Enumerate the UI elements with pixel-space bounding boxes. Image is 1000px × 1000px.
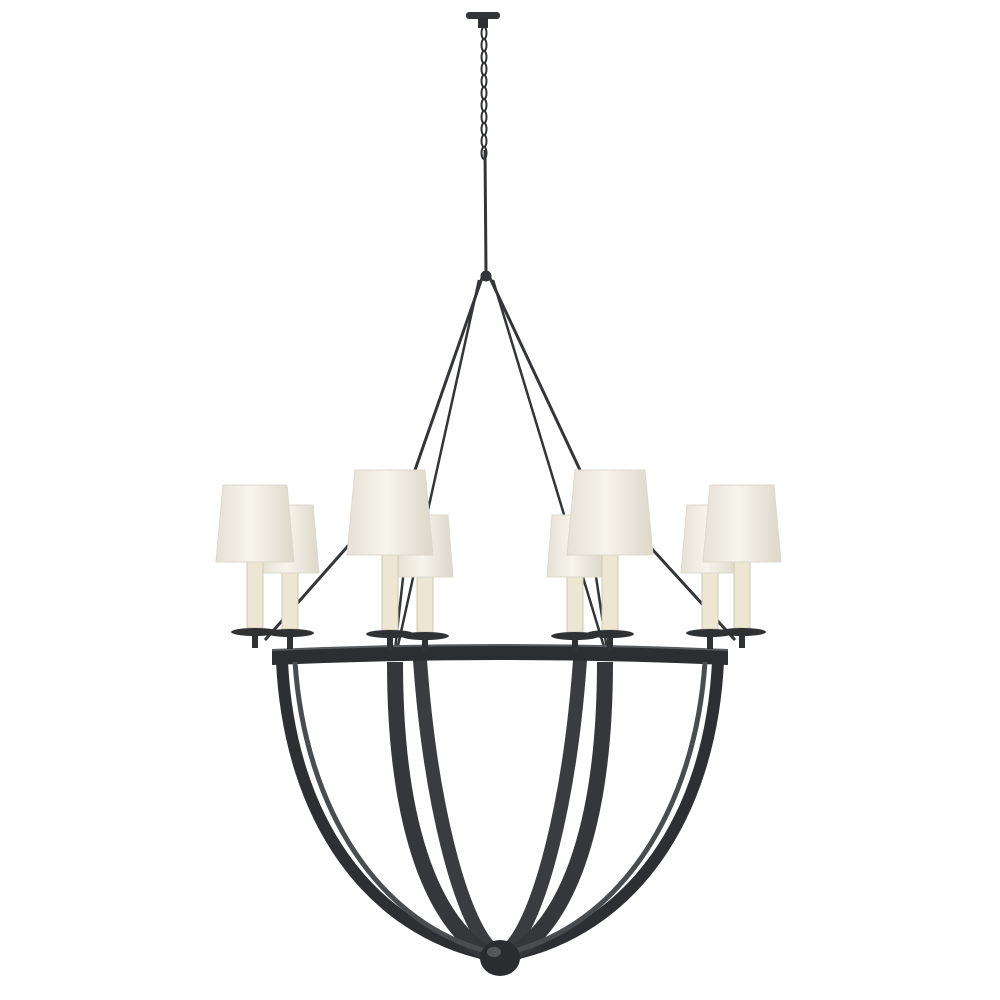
candle-arm (572, 636, 578, 652)
canopy (466, 12, 500, 28)
candle-sleeve (381, 550, 399, 631)
candle-arm (607, 634, 613, 650)
finial-ball (480, 940, 520, 976)
candle-sleeve (281, 568, 299, 630)
candle-arm (252, 632, 258, 648)
chain-link (480, 62, 488, 76)
chain-link (480, 122, 488, 136)
candle-light (566, 469, 654, 650)
candle-arm (422, 636, 428, 652)
chain-link (480, 50, 488, 64)
frame-straps-back (413, 659, 587, 956)
candle-light (346, 469, 434, 650)
candle-sleeve (601, 550, 619, 631)
candle-sleeve (566, 572, 584, 633)
lamp-shade (346, 469, 434, 556)
candle-arm (739, 632, 745, 648)
suspension-cords (263, 149, 737, 651)
chain-link (480, 86, 488, 100)
chain-link (480, 110, 488, 124)
candle-sleeve (416, 572, 434, 633)
candle-sleeve (246, 557, 264, 629)
lamp-shade (702, 484, 782, 563)
candle-arm (387, 634, 393, 650)
frame-straps-front (276, 661, 724, 962)
chain-link (480, 74, 488, 88)
chain-link (480, 98, 488, 112)
candle-light (702, 484, 782, 648)
candle-arm (707, 633, 713, 649)
candle-sleeve (733, 557, 751, 629)
chain-link (480, 38, 488, 52)
candle-arm (287, 633, 293, 649)
chain-link (480, 134, 488, 148)
chain (480, 26, 488, 160)
candle-arms (215, 469, 782, 652)
candle-light (215, 484, 295, 648)
chain-link (480, 26, 488, 40)
lamp-shade (566, 469, 654, 556)
lamp-shade (215, 484, 295, 563)
frame-ring (271, 644, 729, 665)
candle-sleeve (701, 568, 719, 630)
